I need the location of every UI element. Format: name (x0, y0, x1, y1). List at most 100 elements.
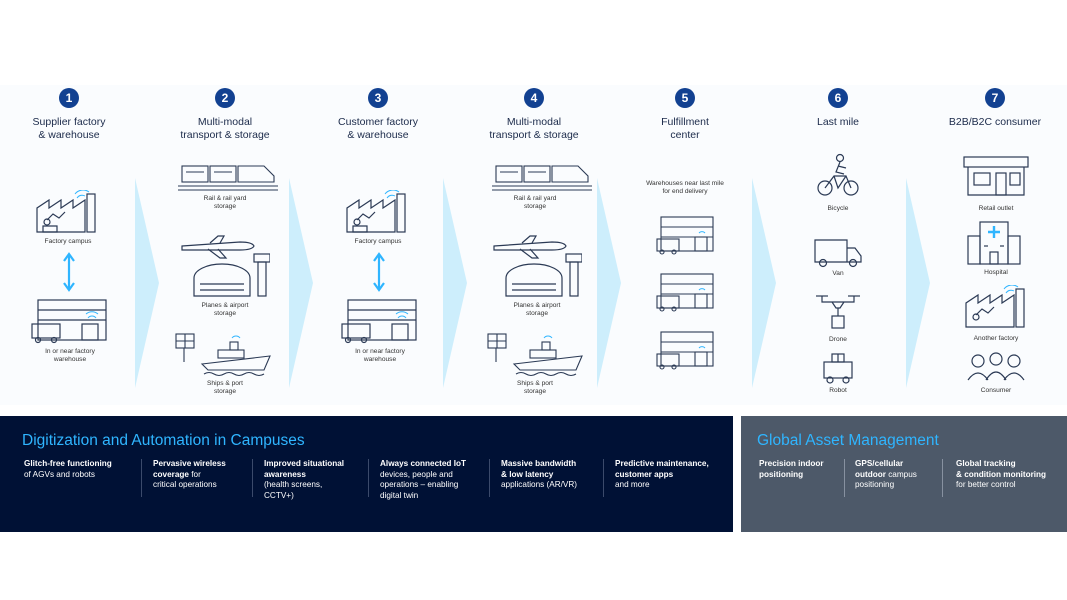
chevron-arrow-6 (906, 178, 930, 388)
feature-rest: for critical operations (153, 469, 217, 490)
feature-divider (252, 459, 253, 497)
asset-management-panel (741, 416, 1067, 532)
step-6-header: 6 Last mile (763, 88, 913, 129)
consumer-group-icon (967, 352, 1025, 381)
feature-rest: devices, people and operations – enablin… (380, 469, 459, 500)
s4-planes-label: Planes & airport storage (513, 302, 561, 317)
s7-retail-label: Retail outlet (978, 205, 1014, 212)
warehouse-icon (31, 299, 107, 344)
factory-icon (965, 285, 1025, 328)
feature-divider (368, 459, 369, 497)
s3-warehouse-label: In or near factory warehouse (355, 348, 405, 363)
s7-consumer-label: Consumer (980, 387, 1012, 394)
s5-warehouses-label: Warehouses near last mile for end delive… (646, 180, 724, 195)
ship-icon (487, 333, 583, 377)
s6-van-label: Van (832, 270, 844, 277)
hospital-icon (967, 221, 1021, 265)
feature-rest: applications (AR/VR) (501, 480, 577, 489)
airplane-icon (181, 235, 270, 297)
chevron-arrow-3 (443, 178, 467, 388)
bicycle-icon (817, 153, 859, 196)
feature-bold: Precision indoor positioning (759, 459, 824, 479)
s6-bicycle-label: Bicycle (827, 205, 849, 212)
double-arrow-icon (63, 252, 75, 292)
feature-bold: Pervasive wireless coverage (153, 459, 226, 479)
digitization-panel (0, 416, 733, 532)
feature-item: Pervasive wireless coverage for critical… (153, 459, 226, 491)
step-1-header: 1 Supplier factory & warehouse (0, 88, 144, 142)
feature-bold: GPS/cellular outdoor (855, 459, 904, 479)
step-2-header: 2 Multi-modal transport & storage (150, 88, 300, 142)
step-2-badge: 2 (215, 88, 235, 108)
asset-feature-item: Precision indoor positioning (759, 459, 824, 480)
chevron-arrow-2 (289, 178, 313, 388)
chevron-arrow-5 (752, 178, 776, 388)
feature-item: Always connected IoT devices, people and… (380, 459, 466, 501)
warehouse-icon (656, 331, 714, 370)
step-1-title: Supplier factory & warehouse (32, 116, 106, 141)
factory-icon (346, 190, 406, 233)
s7-hospital-label: Hospital (984, 269, 1008, 276)
factory-icon (36, 190, 96, 233)
step-4-title: Multi-modal transport & storage (489, 116, 579, 141)
feature-bold: Always connected IoT (380, 459, 466, 468)
double-arrow-icon (373, 252, 385, 292)
step-3-badge: 3 (368, 88, 388, 108)
step-2-title: Multi-modal transport & storage (180, 116, 270, 141)
feature-divider (603, 459, 604, 497)
step-6-title: Last mile (816, 116, 859, 128)
s4-ships-label: Ships & port storage (517, 380, 553, 395)
feature-rest: campus positioning (855, 469, 917, 490)
warehouse-icon (656, 216, 714, 255)
feature-bold: Predictive maintenance, customer apps (615, 459, 709, 479)
step-7-header: 7 B2B/B2C consumer (920, 88, 1067, 129)
s6-drone-label: Drone (829, 336, 847, 343)
feature-rest: (health screens, CCTV+) (264, 480, 323, 500)
asset-feature-item: GPS/cellular outdoor campus positioning (855, 459, 917, 491)
feature-rest: for better control (956, 480, 1016, 489)
feature-bold: Improved situational awareness (264, 459, 345, 479)
chevron-arrow-1 (135, 178, 159, 388)
s3-factory-label: Factory campus (354, 238, 402, 245)
feature-bold: Massive bandwidth & low latency (501, 459, 577, 479)
s6-robot-label: Robot (829, 387, 847, 394)
s7-factory-label: Another factory (973, 335, 1019, 342)
feature-divider (489, 459, 490, 497)
step-5-header: 5 Fulfillment center (610, 88, 760, 142)
feature-divider (141, 459, 142, 497)
asset-feature-item: Global tracking & condition monitoring f… (956, 459, 1046, 491)
airplane-icon (493, 235, 582, 297)
feature-rest: and more (615, 480, 650, 489)
step-5-title: Fulfillment center (661, 116, 709, 141)
s1-warehouse-label: In or near factory warehouse (45, 348, 95, 363)
drone-icon (816, 295, 860, 329)
step-1-badge: 1 (59, 88, 79, 108)
warehouse-icon (656, 273, 714, 312)
van-icon (814, 239, 862, 268)
feature-divider (844, 459, 845, 497)
train-icon (492, 165, 592, 191)
digitization-title: Digitization and Automation in Campuses (22, 432, 305, 449)
step-6-badge: 6 (828, 88, 848, 108)
step-7-title: B2B/B2C consumer (948, 116, 1042, 128)
feature-item: Improved situational awareness (health s… (264, 459, 344, 501)
diagram-background (0, 85, 1067, 405)
asset-title: Global Asset Management (757, 432, 939, 449)
s2-planes-label: Planes & airport storage (201, 302, 249, 317)
feature-divider (942, 459, 943, 497)
step-5-badge: 5 (675, 88, 695, 108)
feature-bold: Glitch-free functioning (24, 459, 112, 468)
s2-ships-label: Ships & port storage (207, 380, 243, 395)
robot-icon (823, 353, 853, 384)
train-icon (178, 165, 278, 191)
feature-item: Predictive maintenance, customer apps an… (615, 459, 709, 491)
s4-rail-label: Rail & rail yard storage (513, 195, 557, 210)
feature-item: Massive bandwidth & low latency applicat… (501, 459, 577, 491)
feature-rest: of AGVs and robots (24, 469, 96, 479)
step-4-badge: 4 (524, 88, 544, 108)
ship-icon (175, 333, 271, 377)
chevron-arrow-4 (597, 178, 621, 388)
s1-factory-label: Factory campus (44, 238, 92, 245)
warehouse-icon (341, 299, 417, 344)
